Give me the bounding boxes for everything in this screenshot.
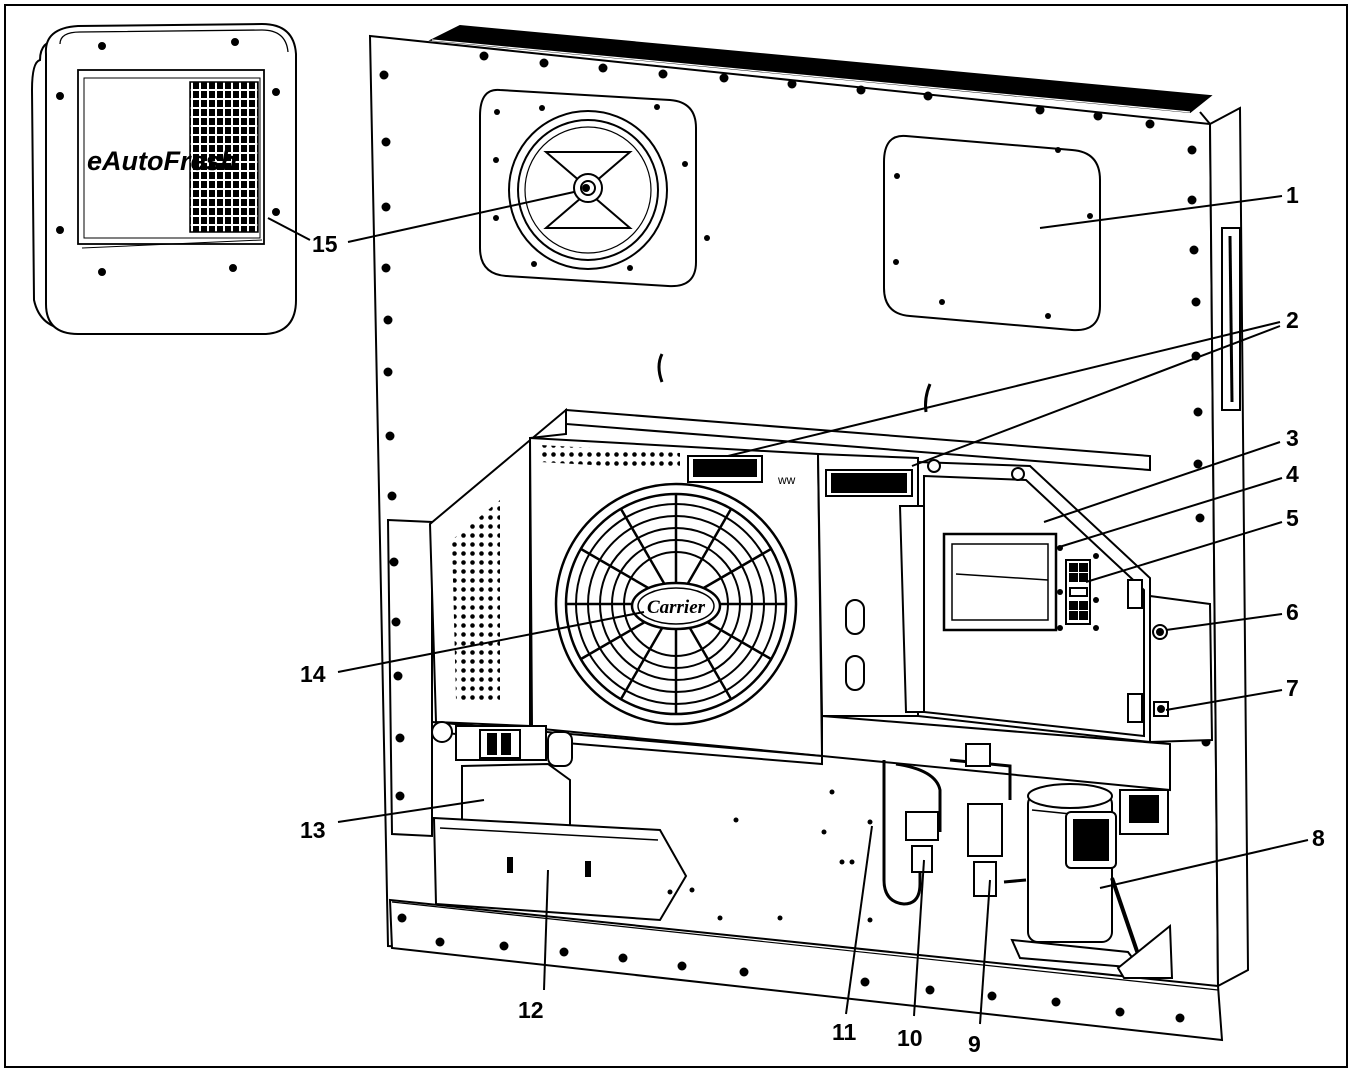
fan-logo-text: Carrier (647, 597, 706, 618)
callout-2: 2 (1286, 307, 1299, 333)
upper-access-panel (883, 134, 1101, 332)
callout-7: 7 (1286, 675, 1299, 701)
callout-15: 15 (312, 231, 338, 257)
callout-6: 6 (1286, 599, 1299, 625)
perimeter-bolts (379, 51, 1211, 1023)
condenser-fan-grille (554, 482, 798, 726)
callout-12: 12 (518, 997, 544, 1023)
callout-5: 5 (1286, 505, 1299, 531)
lower-left-components (431, 721, 688, 922)
vent-cover-bolts (493, 104, 710, 271)
receptacles (1149, 594, 1214, 744)
callout-8: 8 (1312, 825, 1325, 851)
callout-11: 11 (832, 1019, 857, 1045)
callout-13: 13 (300, 817, 326, 843)
callout-3: 3 (1286, 425, 1299, 451)
leader-lines (267, 191, 1309, 1025)
callout-14: 14 (300, 661, 326, 687)
callout-9: 9 (968, 1031, 981, 1057)
autofresh-inset (30, 22, 297, 335)
upper-access-panel-bolts (893, 147, 1093, 319)
compressor-area (882, 743, 1174, 979)
autofresh-logo-text: eAutoFresh (87, 146, 237, 176)
callout-4: 4 (1286, 461, 1299, 487)
control-box (898, 459, 1151, 744)
callout-1: 1 (1286, 182, 1299, 208)
control-box-bolts (1057, 545, 1099, 631)
callout-10: 10 (897, 1025, 923, 1051)
vent-cover-panel (479, 88, 697, 288)
svg-text:ww: ww (777, 473, 796, 487)
floor-bolts (667, 789, 873, 923)
